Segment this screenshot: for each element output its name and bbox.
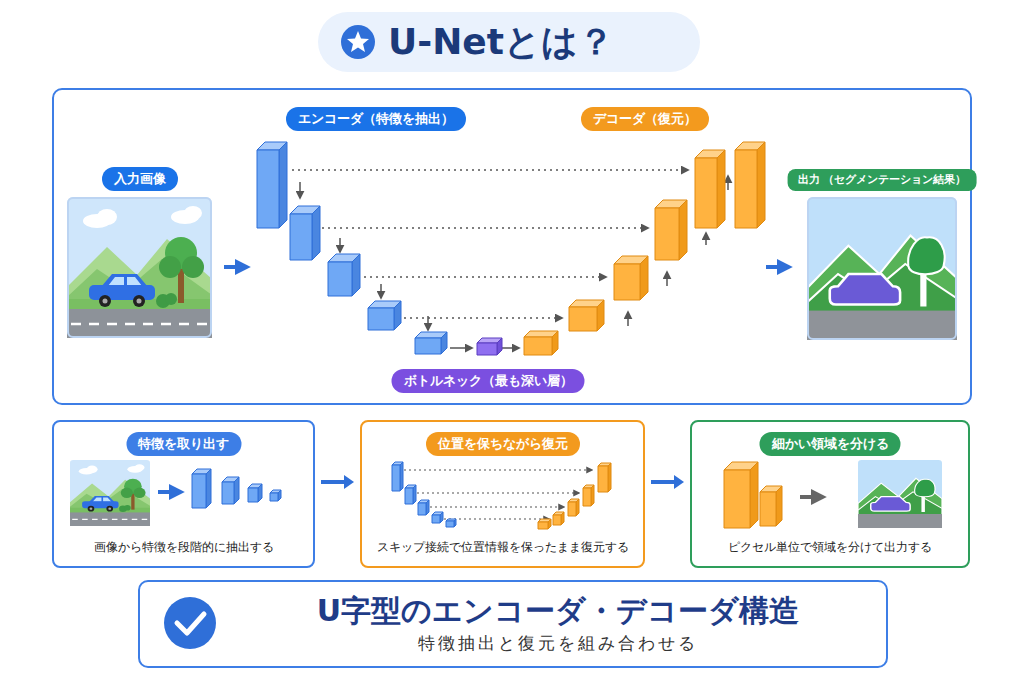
layer-block: [735, 142, 765, 228]
step-panel: 特徴を取り出す画像から特徴を段階的に抽出する: [52, 420, 315, 568]
layer-block: [569, 300, 604, 331]
flow-arrow: [651, 475, 684, 489]
panel-heading: 特徴を取り出す: [126, 432, 241, 456]
layer-block: [524, 331, 558, 355]
diagram-title: U-Netとは？: [388, 12, 614, 72]
panel-heading: 細かい領域を分ける: [760, 432, 901, 456]
layer-block: [248, 484, 262, 502]
layer-block: [418, 500, 429, 515]
layer-block: [405, 485, 416, 504]
label-text: エンコーダ（特徴を抽出）: [286, 107, 466, 131]
output-image: 出力 （セグメンテーション結果）: [807, 197, 957, 340]
layer-block: [655, 200, 687, 260]
input-image: 入力画像: [67, 197, 212, 338]
layer-block: [257, 142, 287, 228]
layer-block: [392, 462, 403, 491]
panel-caption: 画像から特徴を段階的に抽出する: [94, 539, 274, 556]
layer-block: [270, 490, 281, 501]
label-text: 出力 （セグメンテーション結果）: [788, 169, 977, 191]
layer-block: [568, 499, 579, 516]
label-text: デコーダ（復元）: [581, 107, 709, 131]
bottleneck-label: ボトルネック（最も深い層）: [392, 369, 585, 393]
layer-block: [328, 254, 360, 296]
panel-caption: スキップ接続で位置情報を保ったまま復元する: [377, 539, 629, 556]
layer-block: [553, 512, 564, 525]
layer-block: [583, 485, 594, 506]
summary-heading: U字型のエンコーダ・デコーダ構造: [250, 592, 866, 630]
decoder-label: デコーダ（復元）: [581, 107, 709, 131]
layer-block: [290, 206, 320, 260]
panel-caption: ピクセル単位で領域を分けて出力する: [728, 539, 932, 556]
layer-block: [192, 469, 211, 508]
summary-box: U字型のエンコーダ・デコーダ構造特徴抽出と復元を組み合わせる: [138, 580, 888, 668]
layer-block: [598, 463, 611, 492]
layer-block: [222, 477, 239, 504]
layer-block: [368, 301, 401, 330]
layer-block: [477, 338, 502, 355]
layer-block: [614, 256, 648, 300]
encoder-label: エンコーダ（特徴を抽出）: [286, 107, 466, 131]
step-panel: 細かい領域を分けるピクセル単位で領域を分けて出力する: [690, 420, 970, 568]
label-text: ボトルネック（最も深い層）: [392, 369, 585, 393]
flow-arrow: [321, 475, 354, 489]
layer-block: [695, 150, 725, 228]
layer-block: [446, 519, 456, 527]
layer-block: [415, 332, 447, 354]
layer-block: [432, 512, 443, 523]
step-panel: 位置を保ちながら復元スキップ接続で位置情報を保ったまま復元する: [360, 420, 645, 568]
layer-block: [538, 519, 551, 529]
panel-heading: 位置を保ちながら復元: [426, 432, 580, 456]
label-text: 入力画像: [102, 167, 178, 191]
layer-block: [724, 462, 758, 528]
summary-subtitle: 特徴抽出と復元を組み合わせる: [250, 630, 866, 656]
layer-block: [760, 486, 782, 526]
